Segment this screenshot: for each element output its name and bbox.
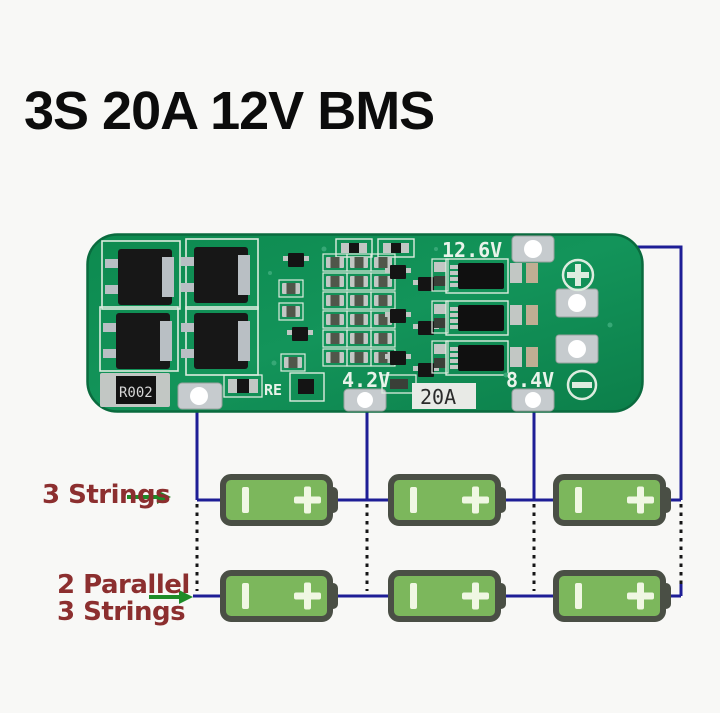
- battery-row1-cell2: [391, 477, 506, 523]
- minus-terminal-icon: [566, 369, 598, 401]
- mosfet-section: [99, 238, 259, 376]
- battery-row2-cell2: [391, 573, 506, 619]
- parallel-dotted-links: [195, 504, 683, 591]
- pad-b-minus-hole: [190, 387, 208, 405]
- smd-component-field: [223, 238, 613, 402]
- parallel-label-line2: 3 Strings: [57, 597, 186, 627]
- shunt-resistor-label: R002: [119, 385, 153, 401]
- parallel-strings-label: 2 Parallel 3 Strings: [57, 572, 190, 626]
- pad-side-top-hole: [568, 294, 586, 312]
- pad-pack-positive-hole: [524, 240, 542, 258]
- parallel-arrow: [149, 590, 193, 604]
- cell1-voltage-label: 4.2V: [342, 368, 390, 392]
- plus-terminal-icon: [561, 258, 595, 292]
- battery-row1-cell3: [556, 477, 671, 523]
- bms-pcb-board: R002: [86, 233, 644, 413]
- series-arrow: [127, 490, 171, 504]
- series-strings-label: 3 Strings: [42, 480, 171, 510]
- pad-cell1-hole: [357, 392, 373, 408]
- shunt-resistor: R002: [100, 373, 170, 407]
- cell2-voltage-label: 8.4V: [506, 368, 554, 392]
- battery-row2-cell3: [556, 573, 671, 619]
- pad-side-bottom-hole: [568, 340, 586, 358]
- battery-row1-cell1: [223, 477, 338, 523]
- pad-cell2-hole: [525, 392, 541, 408]
- solder-pads: [177, 235, 599, 412]
- battery-row2-cell1: [223, 573, 338, 619]
- current-rating-box: 20A: [412, 383, 476, 409]
- pack-voltage-label: 12.6V: [442, 238, 502, 262]
- current-rating-label: 20A: [420, 385, 456, 409]
- re-label: RE: [264, 381, 282, 399]
- parallel-label-line1: 2 Parallel: [57, 570, 190, 600]
- page-title: 3S 20A 12V BMS: [24, 81, 435, 141]
